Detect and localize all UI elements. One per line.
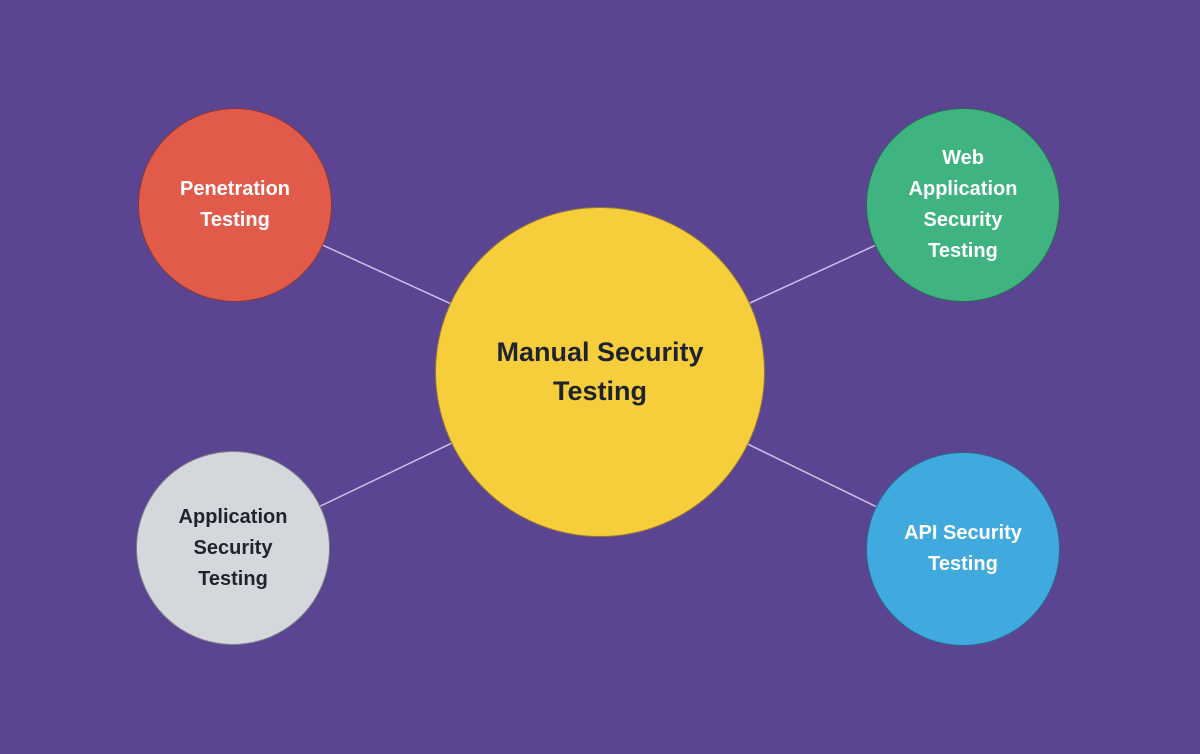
node-application-security-testing: Application Security Testing xyxy=(136,451,330,645)
node-web-application-security-testing-label: Web Application Security Testing xyxy=(908,147,1018,262)
node-manual-security-testing: Manual Security Testing xyxy=(435,207,765,537)
node-manual-security-testing-label: Manual Security Testing xyxy=(496,336,704,406)
node-api-security-testing-label: API Security Testing xyxy=(904,522,1022,575)
node-penetration-testing: Penetration Testing xyxy=(138,108,332,302)
node-web-application-security-testing: Web Application Security Testing xyxy=(866,108,1060,302)
node-application-security-testing-label: Application Security Testing xyxy=(178,505,288,590)
node-api-security-testing: API Security Testing xyxy=(866,452,1060,646)
node-penetration-testing-label: Penetration Testing xyxy=(179,178,291,231)
